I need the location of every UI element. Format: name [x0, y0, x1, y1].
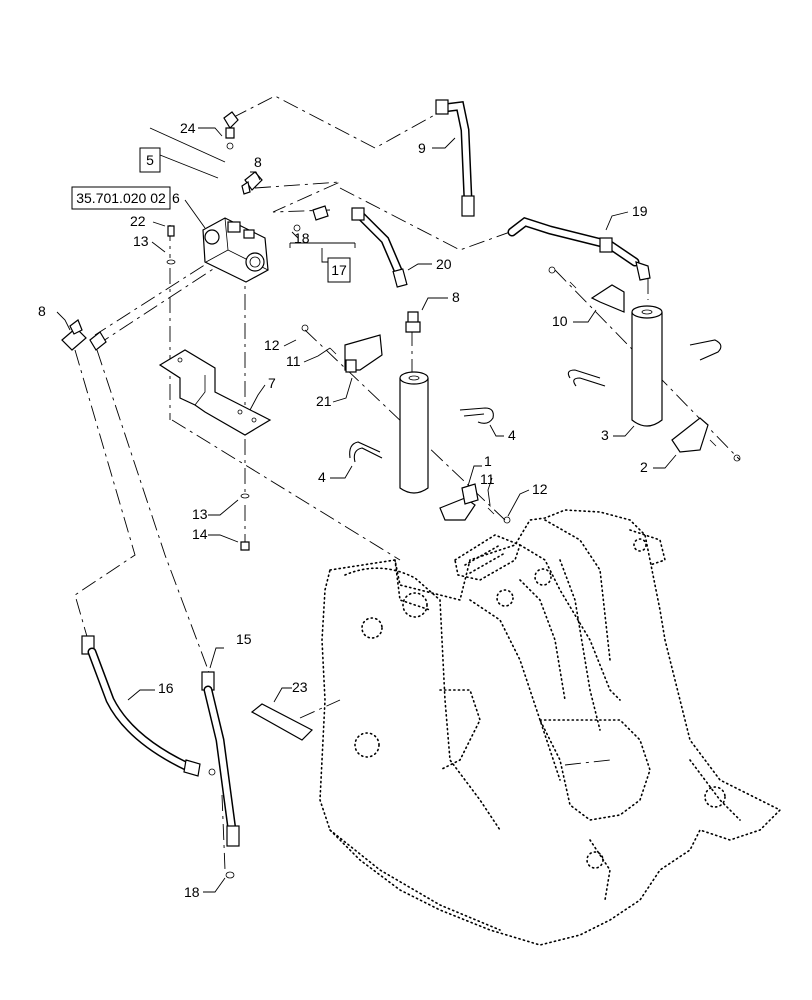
callout-21: 21: [316, 393, 332, 409]
loader-frame: [319, 509, 782, 946]
hose-15: [201, 671, 240, 879]
hose-16: [81, 635, 216, 777]
callout-15: 15: [236, 631, 252, 647]
accumulator-3: [631, 305, 663, 427]
callout-22: 22: [130, 213, 146, 229]
u-bolt-4-left: [349, 441, 383, 463]
callout-3: 3: [601, 427, 609, 443]
callout-9: 9: [418, 140, 426, 156]
bracket-2: [671, 417, 709, 453]
callout-12-top: 12: [264, 337, 280, 353]
callout-16: 16: [158, 680, 174, 696]
fitting-8-left: [61, 319, 107, 351]
box-5-label: 5: [146, 152, 154, 168]
valve-block-6: [202, 217, 269, 283]
callout-1: 1: [484, 453, 492, 469]
accumulator-left: [399, 371, 429, 494]
callout-18-top: 18: [294, 230, 310, 246]
box-ref-35-701[interactable]: 35.701.020 02: [71, 186, 171, 210]
bracket-21: [344, 334, 383, 373]
callout-19: 19: [632, 203, 648, 219]
callout-14: 14: [192, 526, 208, 542]
bracket-lines: [149, 127, 356, 248]
bracket-10: [590, 284, 625, 313]
callout-12-bottom: 12: [532, 481, 548, 497]
fitting-8-top: [241, 171, 263, 195]
hose-19: [507, 216, 651, 281]
callout-8-left: 8: [38, 303, 46, 319]
callout-18-bottom: 18: [184, 884, 200, 900]
callout-8-mid: 8: [452, 289, 460, 305]
bracket-7: [158, 349, 272, 436]
callout-11-bottom: 11: [480, 471, 495, 487]
small-fittings: [166, 205, 741, 551]
box-17-label: 17: [331, 262, 347, 278]
box-5[interactable]: 5: [139, 147, 161, 173]
box-17[interactable]: 17: [321, 248, 351, 283]
callout-7: 7: [268, 375, 276, 391]
ref-box-label: 35.701.020 02: [76, 190, 166, 206]
callout-4-left: 4: [318, 469, 326, 485]
callout-24: 24: [180, 120, 196, 136]
callout-20: 20: [436, 256, 452, 272]
callout-8-top: 8: [254, 154, 262, 170]
u-bolt-4-right: [459, 407, 494, 424]
callout-10: 10: [552, 313, 568, 329]
callout-13-bottom: 13: [192, 506, 208, 522]
fitting-24: [223, 111, 239, 150]
callout-6: 6: [172, 190, 180, 206]
hose-9: [435, 99, 475, 217]
fitting-8-mid: [405, 311, 421, 333]
decal-23: [250, 703, 314, 741]
bracket-1: [439, 483, 479, 521]
callout-11-top: 11: [286, 353, 301, 369]
callout-2: 2: [640, 459, 648, 475]
u-bolt-4-upper-right: [689, 339, 722, 361]
callout-13-top: 13: [133, 233, 149, 249]
hose-20: [351, 207, 408, 288]
u-bolt-4-mid-right: [567, 369, 606, 387]
leader-lines: [56, 127, 677, 893]
callouts: 24 9 8 6 22 13 18 20 19 10 8 8 12 11 21 …: [38, 120, 648, 900]
callout-23: 23: [292, 679, 308, 695]
callout-4-right: 4: [508, 427, 516, 443]
